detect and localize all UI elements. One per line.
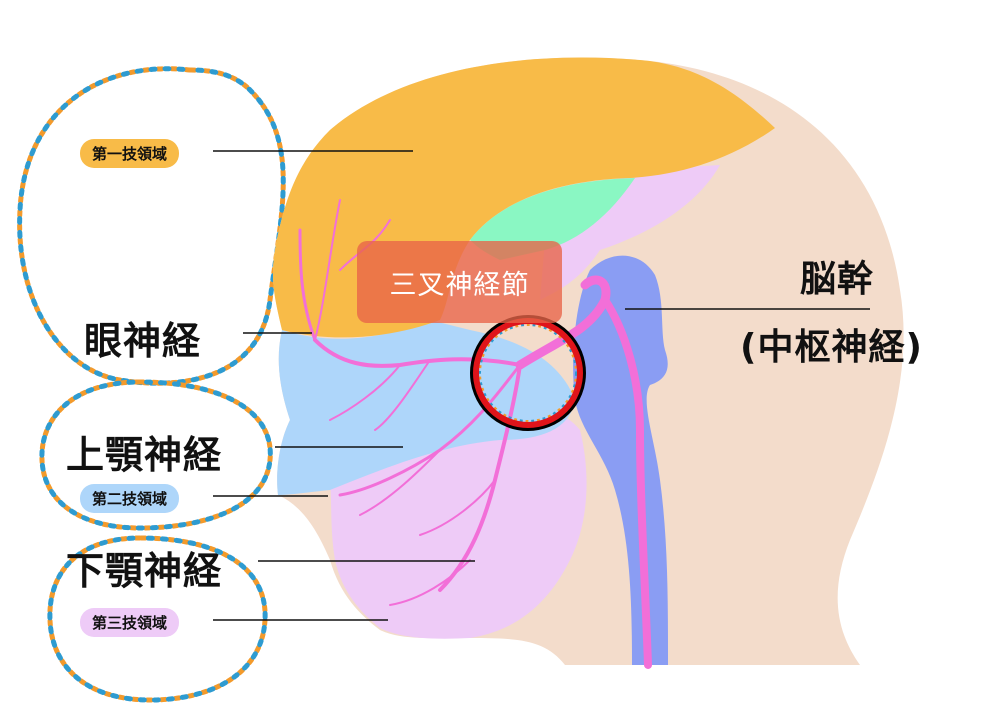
v2-dotted-outline [39,379,273,531]
v1-region-badge: 第一技領域 [80,139,180,168]
v3-dotted-outline [47,535,268,703]
green-area [470,178,635,260]
central-nerve-label: (中枢神経) [740,327,923,368]
trigeminal-ganglion-label: 三叉神経節 [357,241,562,323]
mandibular-nerve-label: 下顎神経 [66,549,223,593]
v2-region-badge: 第二技領域 [80,484,180,513]
brainstem-label: 脳幹 [800,259,875,300]
ophthalmic-nerve-label: 眼神経 [84,319,202,363]
leader-lines [213,150,870,621]
maxillary-nerve-label: 上顎神経 [66,433,223,477]
v3-region-badge: 第三技領域 [80,608,180,637]
